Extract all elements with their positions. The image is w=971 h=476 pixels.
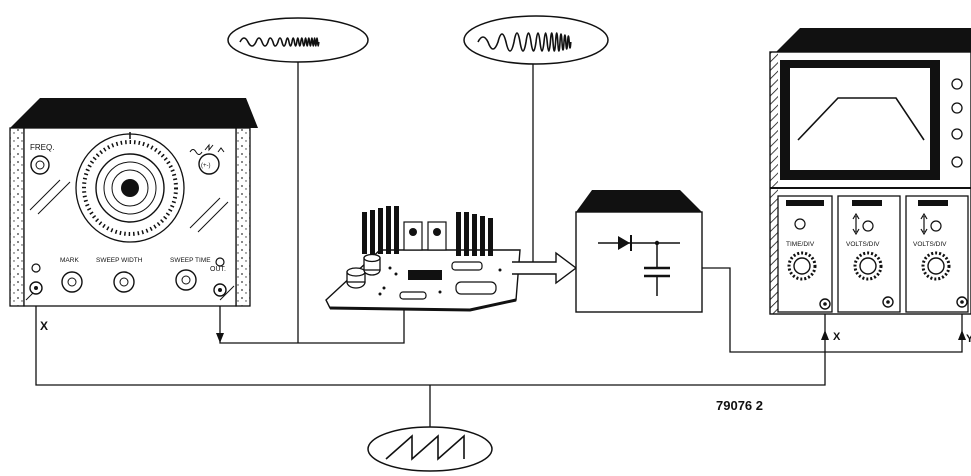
ch2-position-knob[interactable] bbox=[931, 221, 941, 231]
sweep-width-knob[interactable] bbox=[114, 272, 134, 292]
detector-body bbox=[576, 212, 702, 312]
x-sweep-wire bbox=[36, 300, 825, 385]
detector-top bbox=[576, 190, 702, 212]
freq-knob[interactable] bbox=[31, 156, 49, 174]
arrow-out-down bbox=[216, 333, 224, 343]
resistor-block bbox=[456, 282, 496, 294]
sweep-generator: FREQ. (+-) MARK SWEEP WIDTH SWEEP TIME O… bbox=[10, 98, 258, 306]
arrow-x-up bbox=[821, 330, 829, 340]
out-indicator bbox=[216, 258, 224, 266]
mark-label: MARK bbox=[60, 257, 79, 264]
generator-top bbox=[10, 98, 258, 128]
svg-text:(+-): (+-) bbox=[201, 163, 211, 169]
generator-left-frame bbox=[10, 128, 24, 306]
focus-knob[interactable] bbox=[952, 103, 962, 113]
arrow-y-up bbox=[958, 330, 966, 340]
freq-label: FREQ. bbox=[30, 143, 54, 152]
ch1-position-knob[interactable] bbox=[863, 221, 873, 231]
sweep-time-knob[interactable] bbox=[176, 270, 196, 290]
x-label-scope: X bbox=[833, 331, 841, 343]
scope-left-frame bbox=[770, 52, 778, 314]
swept-signal-bubble bbox=[228, 18, 368, 62]
x-output-indicator bbox=[32, 264, 40, 272]
timebase-vernier-knob[interactable] bbox=[795, 219, 805, 229]
figure-number: 79076 2 bbox=[716, 398, 763, 413]
mark-knob[interactable] bbox=[62, 272, 82, 292]
illum-knob[interactable] bbox=[952, 157, 962, 167]
scope-screen bbox=[790, 68, 930, 170]
oscilloscope: TIME/DIV VOLTS/DIV VOLTS/DIV bbox=[770, 28, 971, 314]
time-div-label: TIME/DIV bbox=[786, 241, 815, 248]
heatsink-left bbox=[362, 206, 399, 254]
detector-probe bbox=[576, 190, 702, 312]
circuit-board-under-test bbox=[326, 206, 520, 310]
ic-chip bbox=[408, 270, 442, 280]
sawtooth-bubble bbox=[368, 427, 492, 471]
sweep-width-label: SWEEP WIDTH bbox=[96, 257, 143, 264]
astig-knob[interactable] bbox=[952, 129, 962, 139]
output-signal-bubble bbox=[464, 16, 608, 64]
volts-div-label-1: VOLTS/DIV bbox=[846, 241, 880, 248]
intensity-knob[interactable] bbox=[952, 79, 962, 89]
generator-right-frame bbox=[236, 128, 250, 306]
x-label-generator: X bbox=[40, 319, 48, 333]
signal-flow-arrow-icon bbox=[512, 253, 576, 283]
volts-div-label-2: VOLTS/DIV bbox=[913, 241, 947, 248]
y-label-scope: Y bbox=[966, 333, 971, 345]
scope-top bbox=[776, 28, 971, 52]
sweep-time-label: SWEEP TIME bbox=[170, 257, 211, 264]
out-label: OUT. bbox=[210, 266, 226, 273]
